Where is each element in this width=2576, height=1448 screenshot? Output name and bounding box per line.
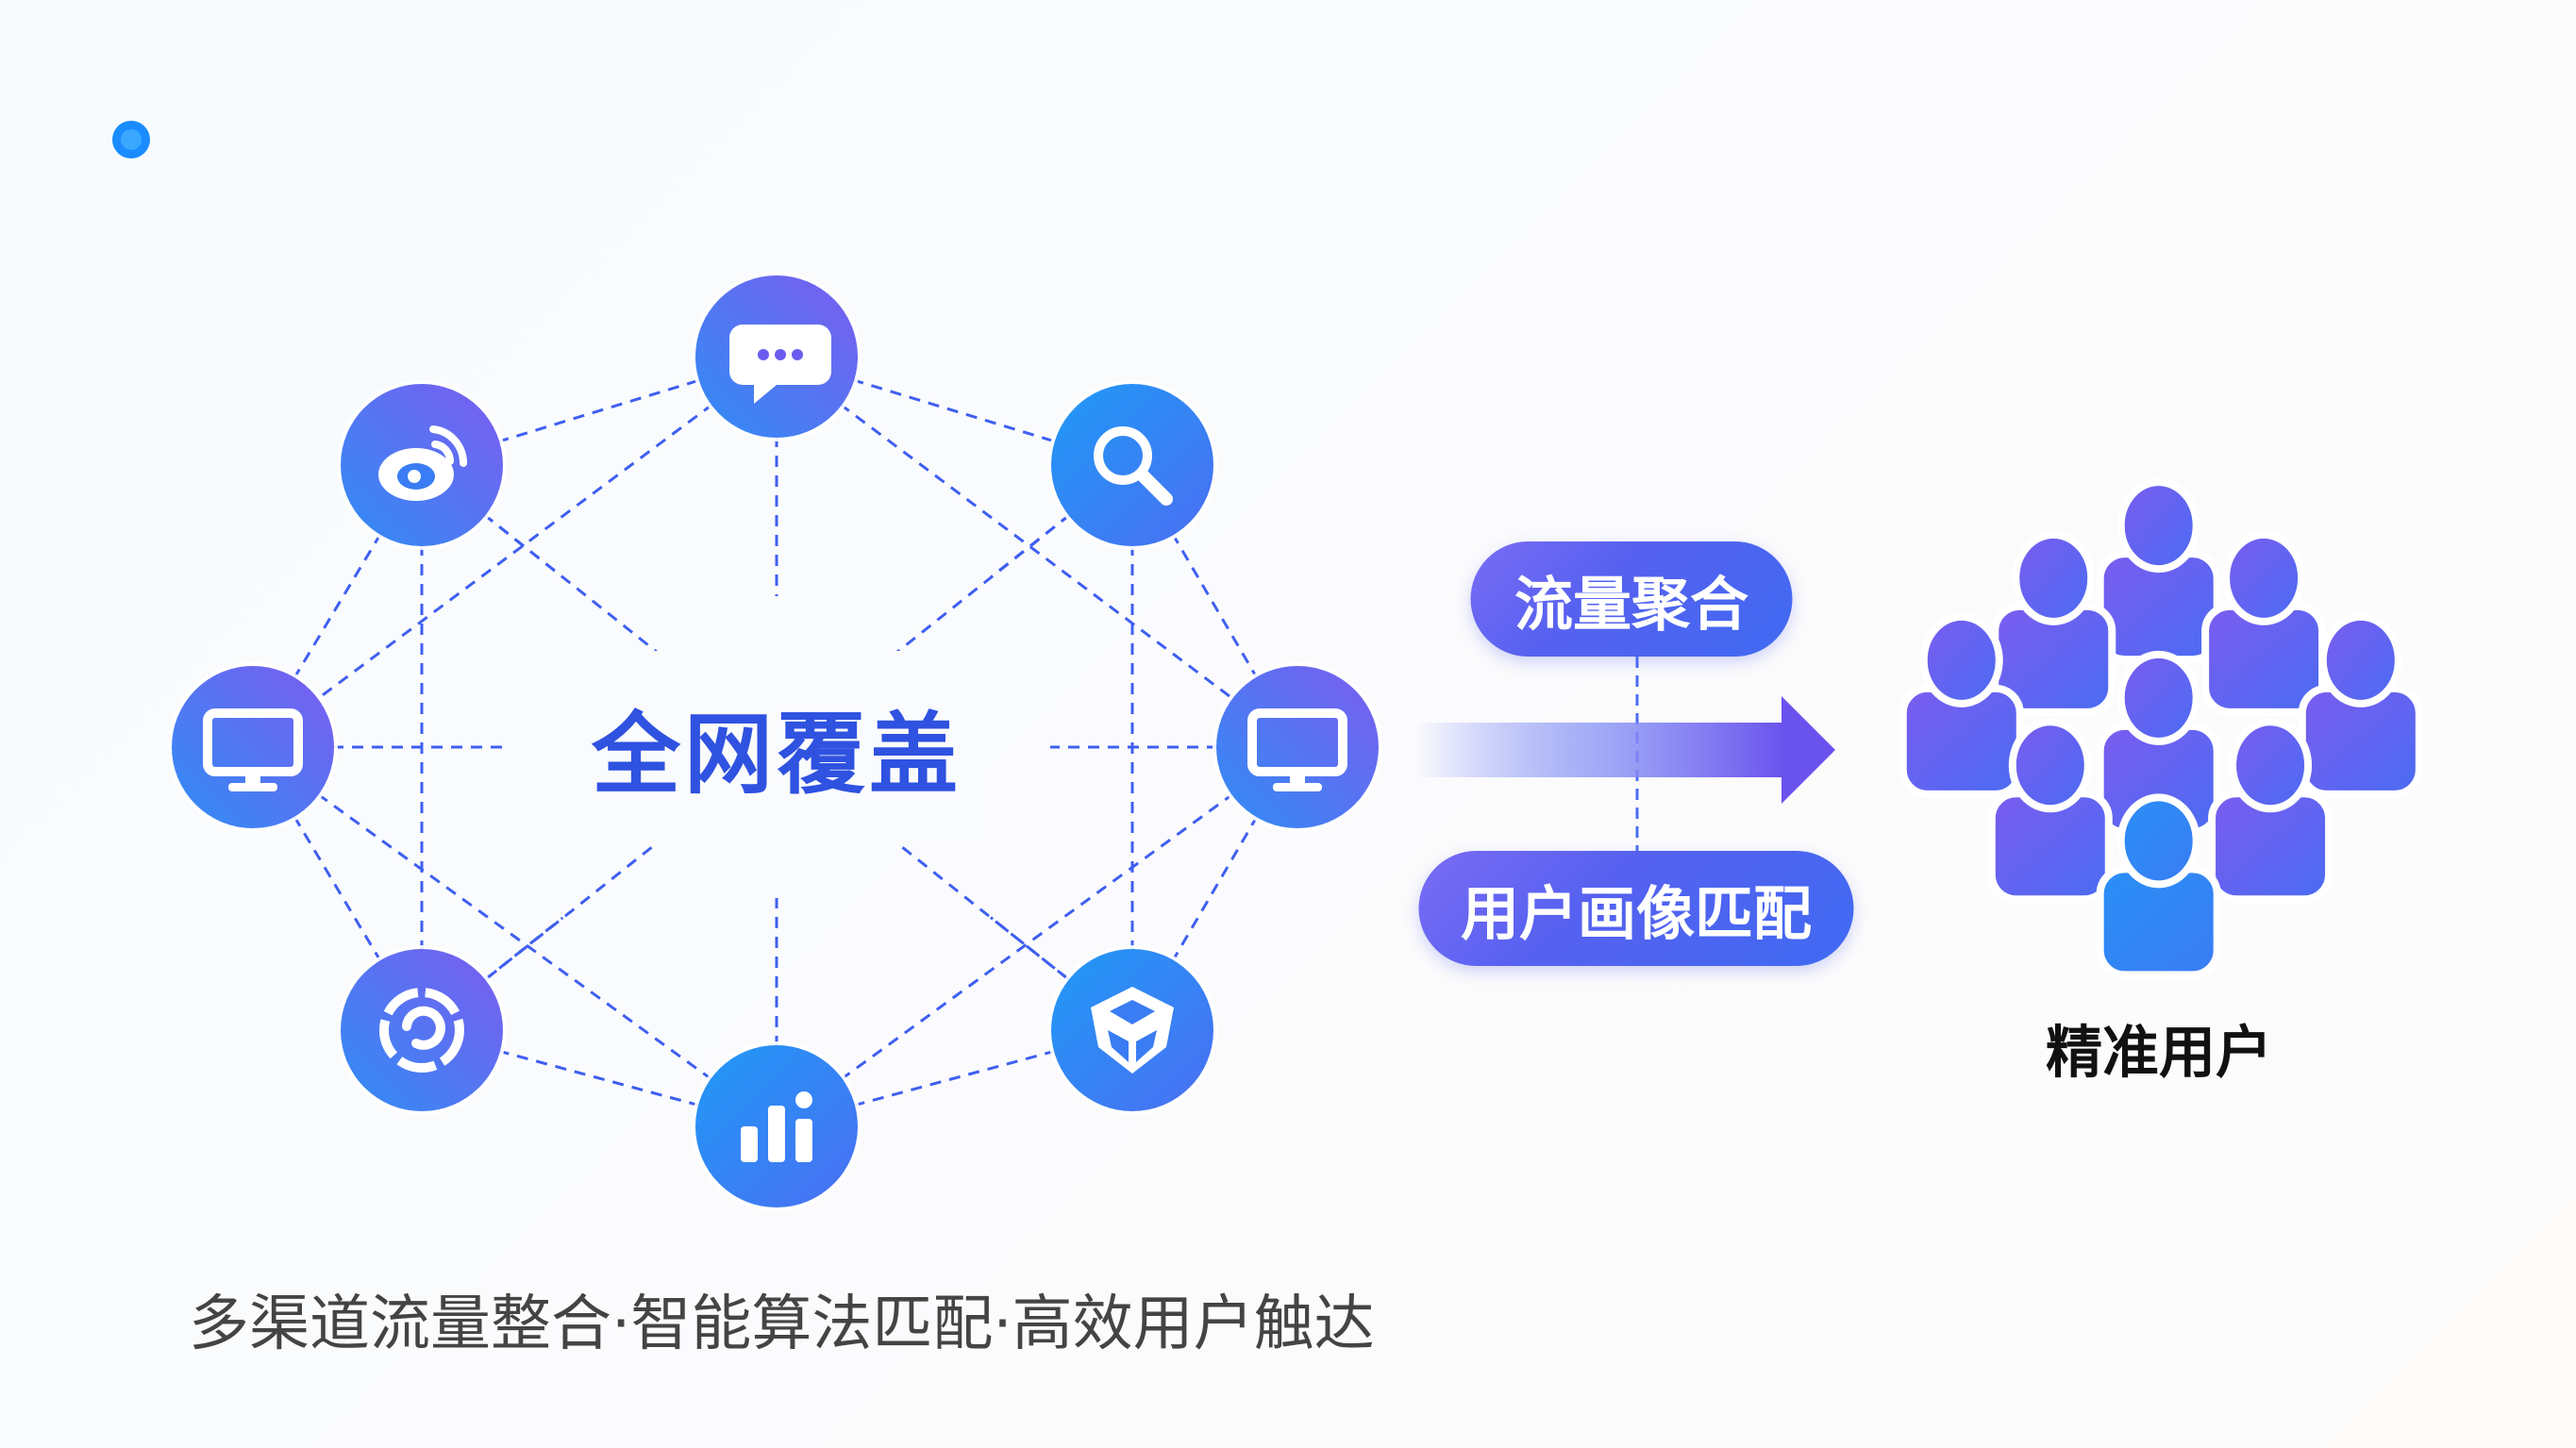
monitor-icon bbox=[203, 708, 303, 791]
channel-node bbox=[1047, 945, 1217, 1115]
chat-bubble-icon bbox=[729, 325, 831, 404]
weibo-icon bbox=[378, 425, 468, 501]
target-users-group bbox=[1899, 478, 2423, 979]
dashed-chord bbox=[252, 745, 778, 1128]
person-icon bbox=[2201, 530, 2327, 716]
channel-node bbox=[692, 1041, 861, 1211]
dashed-edge bbox=[1130, 746, 1299, 1031]
cube-shield-icon bbox=[1091, 987, 1174, 1074]
dashed-chord bbox=[776, 745, 1298, 1128]
flow-arrow bbox=[1415, 657, 1835, 851]
channel-node bbox=[337, 380, 507, 550]
channel-node bbox=[1213, 662, 1382, 832]
channel-nodes bbox=[168, 272, 1382, 1211]
dashed-edge bbox=[251, 746, 424, 1031]
person-icon bbox=[1991, 530, 2116, 716]
dashed-edge bbox=[1130, 464, 1299, 748]
user-profile-matching-pill: 用户画像匹配 bbox=[1418, 851, 1854, 966]
bar-chart-icon bbox=[741, 1091, 812, 1162]
person-icon bbox=[2096, 793, 2221, 979]
channel-node bbox=[337, 945, 507, 1115]
caption: 多渠道流量整合·智能算法匹配·高效用户触达 bbox=[189, 1290, 1375, 1359]
title-backdrop bbox=[566, 651, 987, 843]
dashed-edge bbox=[251, 464, 424, 748]
dashed-chord bbox=[252, 355, 778, 749]
person-icon bbox=[2096, 478, 2221, 664]
person-icon bbox=[2208, 718, 2333, 904]
person-icon bbox=[1987, 718, 2113, 904]
traffic-aggregation-pill: 流量聚合 bbox=[1470, 541, 1793, 657]
channel-node bbox=[168, 662, 338, 832]
person-icon bbox=[2096, 650, 2221, 836]
channel-node bbox=[692, 272, 861, 441]
dashed-chord bbox=[421, 463, 1133, 1032]
monitor-icon bbox=[1247, 708, 1347, 791]
accent-dot-inner bbox=[121, 129, 142, 150]
channel-node bbox=[1047, 380, 1217, 550]
dashed-chord bbox=[776, 355, 1298, 749]
person-icon bbox=[1899, 612, 2024, 798]
center-title: 全网覆盖 bbox=[591, 704, 962, 807]
swirl-app-icon bbox=[379, 988, 464, 1073]
search-icon bbox=[1094, 426, 1173, 506]
dashed-chord bbox=[421, 463, 1133, 1032]
precise-users-label: 精准用户 bbox=[2046, 1020, 2272, 1087]
